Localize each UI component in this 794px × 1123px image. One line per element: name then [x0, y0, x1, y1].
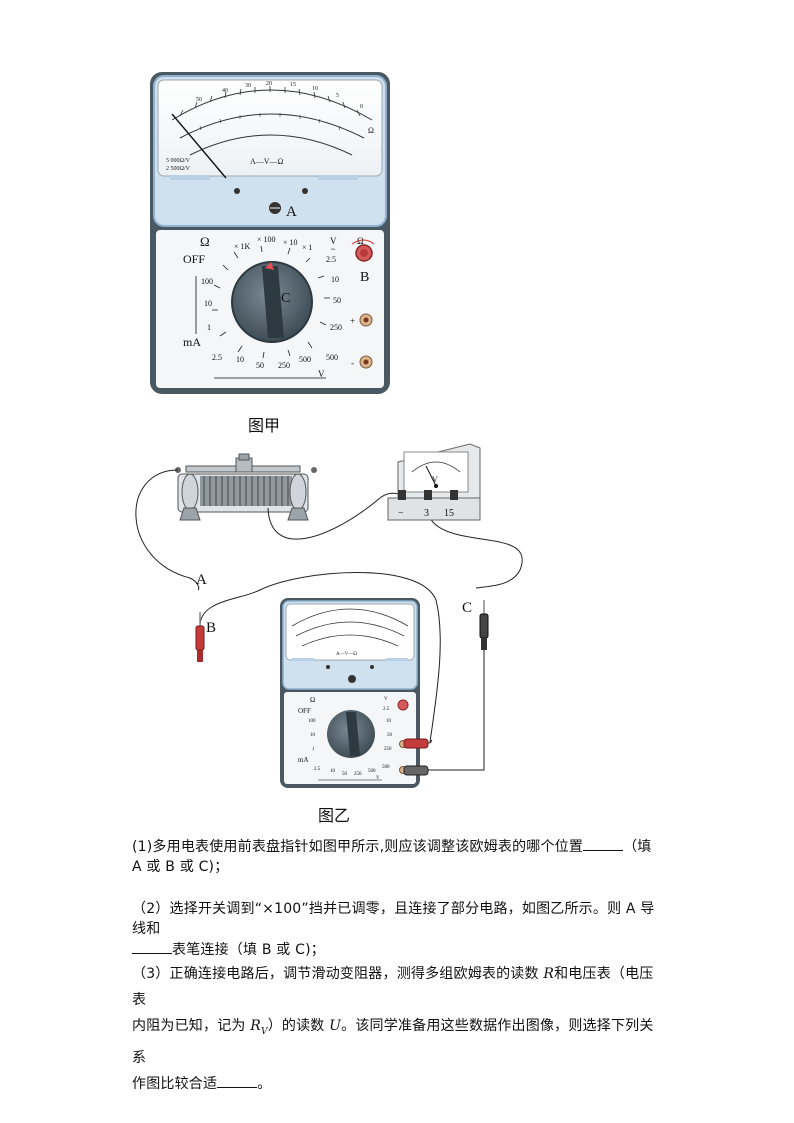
svg-text:V: V	[376, 776, 380, 781]
scale-top-6: 5	[336, 93, 339, 99]
fig-b-label-B: B	[206, 620, 216, 636]
dial-v-250: 250	[330, 323, 342, 332]
svg-text:mA: mA	[298, 756, 309, 764]
svg-text:500: 500	[368, 769, 376, 774]
terminal-minus: −	[398, 508, 404, 519]
svg-text:V: V	[384, 697, 388, 702]
scale-top-1: 40	[222, 88, 228, 94]
scale-label: A—V—Ω	[250, 157, 284, 166]
svg-text:50: 50	[387, 733, 393, 738]
svg-text:Ω: Ω	[310, 696, 315, 704]
svg-text:A—V—Ω: A—V—Ω	[336, 652, 357, 657]
probe-red	[195, 612, 205, 662]
q1-text: (1)多用电表使用前表盘指针如图甲所示,则应该调整该欧姆表的哪个位置	[132, 839, 584, 855]
svg-text:10: 10	[310, 733, 316, 738]
dial-x10: × 10	[283, 238, 298, 247]
fig-b-label-A: A	[196, 572, 207, 588]
spec-line-1: 5 000Ω/V	[166, 158, 191, 164]
meter-needle	[171, 113, 227, 179]
svg-text:10: 10	[330, 769, 336, 774]
svg-text:250: 250	[384, 747, 392, 752]
dial-bottom-10: 10	[236, 355, 244, 364]
scale-top-3: 20	[266, 81, 272, 87]
dial-bottom-250: 250	[278, 361, 290, 370]
dial-v-10: 10	[331, 275, 339, 284]
question-2: （2）选择开关调到“×100”挡并已调零，且连接了部分电路，如图乙所示。则 A …	[132, 899, 662, 960]
svg-text:OFF: OFF	[298, 707, 311, 715]
dial-x1k: × 1K	[234, 242, 251, 251]
small-multimeter: A—V—Ω Ω OFF mA V 2.5 10 50 250 500 100 1…	[280, 598, 420, 788]
dial-x1: × 1	[302, 243, 313, 252]
voltmeter: V − 3 15	[387, 443, 481, 521]
scale-top-4: 15	[290, 82, 296, 88]
scale-top-7: 0	[360, 104, 363, 110]
q3-var-U: U	[329, 1018, 342, 1034]
spec-line-2: 2 500Ω/V	[166, 166, 191, 172]
figure-a-multimeter: 50 40 30 20 15 10 5 0 Ω 5 000Ω/V 2 500Ω/…	[150, 72, 390, 394]
q2-answer-blank	[132, 939, 172, 954]
svg-text:Ω: Ω	[357, 236, 364, 246]
q1-answer-blank	[583, 836, 624, 851]
label-A: A	[286, 204, 297, 220]
dial-bottom-50: 50	[256, 361, 264, 370]
dial-bottom-500: 500	[299, 355, 311, 364]
dial-ma-100: 100	[201, 277, 213, 286]
question-1: (1)多用电表使用前表盘指针如图甲所示,则应该调整该欧姆表的哪个位置（填 A 或…	[132, 836, 662, 877]
dial-ma: mA	[183, 335, 201, 349]
q1-text-line2: A 或 B 或 C)；	[132, 859, 229, 875]
scale-omega-symbol: Ω	[368, 126, 374, 135]
q3-answer-blank	[217, 1073, 258, 1088]
svg-text:1: 1	[312, 747, 315, 752]
svg-text:500: 500	[382, 765, 390, 770]
question-3: （3）正确连接电路后，调节滑动变阻器，测得多组欧姆表的读数 R和电压表（电压表 …	[132, 966, 654, 1092]
svg-text:50: 50	[342, 772, 348, 777]
svg-text:100: 100	[308, 719, 316, 724]
terminal-3: 3	[424, 508, 429, 519]
q3-var-R: R	[543, 966, 555, 982]
svg-text:~: ~	[331, 245, 336, 254]
label-C: C	[281, 291, 290, 306]
scale-top-5: 10	[312, 86, 318, 92]
svg-text:2.5: 2.5	[383, 707, 390, 712]
figure-a-caption: 图甲	[248, 416, 281, 435]
dial-v-ac: V	[330, 236, 337, 246]
dial-ma-1: 1	[207, 323, 211, 332]
svg-text:-: -	[351, 358, 354, 368]
scale-top-2: 30	[245, 83, 251, 89]
dial-v-500: 500	[326, 353, 338, 362]
svg-text:250: 250	[354, 772, 362, 777]
svg-text:10: 10	[386, 719, 392, 724]
figure-b-circuit: V − 3 15 A B C A—V—Ω Ω OFF mA	[135, 443, 523, 788]
dial-bottom-25: 2.5	[212, 353, 222, 362]
probe-black	[479, 600, 489, 650]
dial-ma-10: 10	[204, 299, 212, 308]
dial-v-50: 50	[333, 296, 341, 305]
q2-text-line2: 表笔连接（填 B 或 C)；	[172, 942, 325, 958]
scale-top-0: 50	[196, 97, 202, 103]
label-B: B	[360, 270, 369, 285]
dial-v-dc: V	[318, 369, 325, 379]
voltmeter-letter: V	[432, 475, 438, 484]
fig-b-label-C: C	[462, 600, 472, 616]
q2-text: （2）选择开关调到“×100”挡并已调零，且连接了部分电路，如图乙所示。则 A …	[132, 901, 655, 937]
dial-v-25: 2.5	[326, 255, 336, 264]
dial-x100: × 100	[257, 235, 276, 244]
rheostat	[175, 453, 317, 521]
svg-text:+: +	[350, 316, 355, 326]
svg-text:2.5: 2.5	[314, 767, 321, 772]
figure-b-caption: 图乙	[318, 806, 351, 825]
dial-omega: Ω	[200, 234, 210, 249]
dial-off: OFF	[183, 252, 205, 266]
terminal-15: 15	[444, 508, 454, 519]
q3-var-Rv: R	[250, 1018, 261, 1034]
